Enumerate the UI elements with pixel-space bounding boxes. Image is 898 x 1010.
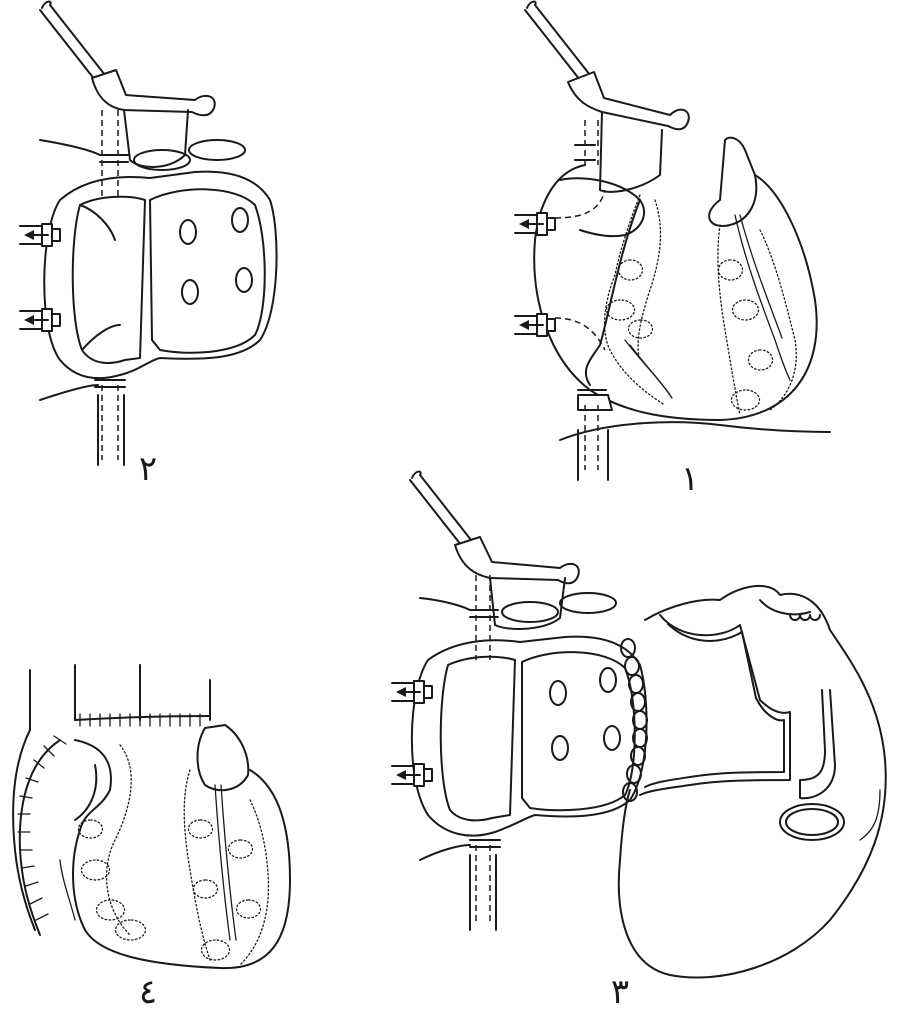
suture-beads xyxy=(620,638,648,802)
panel-3-label: ٣ xyxy=(611,972,629,1010)
panel-3-figure xyxy=(391,470,887,979)
panel-1-label: ١ xyxy=(681,459,699,499)
panel-4-figure xyxy=(12,664,291,970)
panel-4-label: ٤ xyxy=(139,972,157,1010)
panel-2-label: ٢ xyxy=(139,449,157,489)
panel-1-figure xyxy=(514,0,831,481)
panel-2-figure xyxy=(19,0,278,466)
